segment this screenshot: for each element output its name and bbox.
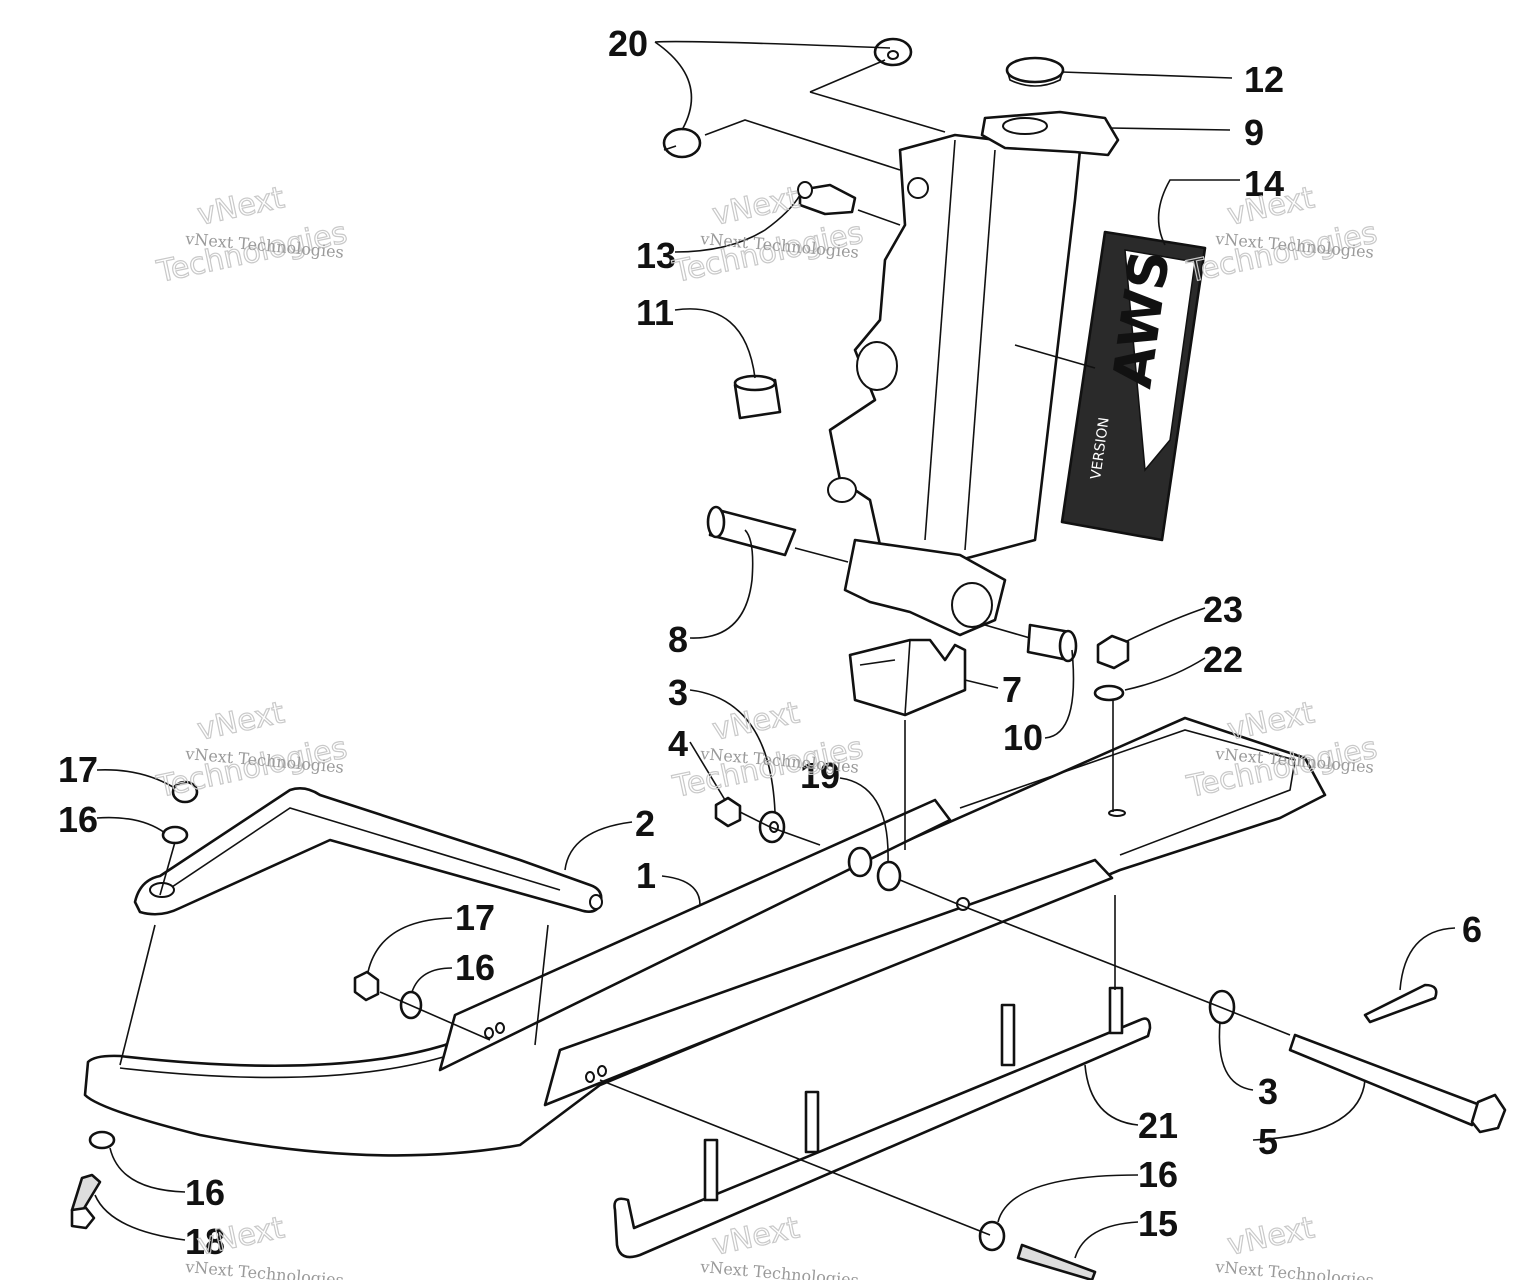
watermark-line1: vNext [194,180,287,233]
watermark-line1: vNext [1224,695,1317,748]
callout-22: 22 [1203,639,1243,680]
bushing-short-part [1026,623,1078,663]
callout-11: 11 [636,292,674,333]
callout-13: 13 [636,235,676,276]
wear-bar-part [613,986,1152,1259]
callout-labels: 20 12 9 14 13 11 8 7 10 23 22 3 4 19 17 … [58,23,1482,1262]
callout-16-lower-left: 16 [185,1172,225,1213]
grommet-part [662,37,913,159]
watermark-8: vNext vNext Technologies [699,1210,860,1280]
callout-14: 14 [1244,163,1284,204]
callout-16-mid: 16 [455,947,495,988]
watermark-1: vNext Technologies vNext Technologies [153,180,351,291]
watermark-line1: vNext [194,695,287,748]
callout-21: 21 [1138,1105,1178,1146]
callout-20: 20 [608,23,648,64]
callout-4: 4 [668,723,688,764]
watermark-line1: vNext [709,695,802,748]
callout-19: 19 [800,755,840,796]
callout-18: 18 [185,1221,225,1262]
callout-16-bottom: 16 [1138,1154,1178,1195]
ski-part [83,716,1327,1157]
assembly-lines [119,59,1291,1236]
leader-lines [94,40,1456,1259]
steering-arm-part [980,110,1120,157]
cap-part [1005,56,1065,87]
ski-handle-part [133,787,603,916]
callout-23: 23 [1203,589,1243,630]
bolt-short-part [70,1173,102,1230]
watermark-line1: vNext [194,1210,287,1263]
callout-3-top: 3 [668,672,688,713]
watermark-line1: vNext [709,180,802,233]
watermark-text: vNext Technologies [699,1257,860,1280]
cotter-pin-part [1363,983,1438,1024]
bumper-block-part [848,638,967,717]
callout-12: 12 [1244,59,1284,100]
watermark-text: vNext Technologies [184,1257,345,1280]
bushing-long-part [706,505,797,557]
callout-6: 6 [1462,909,1482,950]
watermark-line1: vNext [1224,1210,1317,1263]
callout-8: 8 [668,619,688,660]
callout-9: 9 [1244,112,1264,153]
callout-3-right: 3 [1258,1071,1278,1112]
callout-17-mid: 17 [455,897,495,938]
spindle-part [827,133,1082,637]
callout-2: 2 [635,803,655,844]
callout-5: 5 [1258,1121,1278,1162]
callout-16-left: 16 [58,799,98,840]
watermark-line1: vNext [1224,180,1317,233]
callout-7: 7 [1002,669,1022,710]
watermark-4: vNext Technologies vNext Technologies [153,695,351,806]
callout-15: 15 [1138,1203,1178,1244]
aws-decal-part: AWS VERSION [1060,230,1207,542]
bolt-long-part [1288,1033,1507,1134]
watermark-text: vNext Technologies [1214,1257,1375,1280]
washers-and-nuts-part [88,780,1236,1252]
watermark-9: vNext vNext Technologies [1214,1210,1375,1280]
watermark-3: vNext Technologies vNext Technologies [1183,180,1381,291]
callout-17-left: 17 [58,749,98,790]
bushing-part [733,374,782,420]
grease-fitting-part [797,181,857,216]
callout-1: 1 [636,855,656,896]
lock-nut-part [1093,634,1130,702]
callout-10: 10 [1003,717,1043,758]
stud-part [1016,1243,1097,1280]
